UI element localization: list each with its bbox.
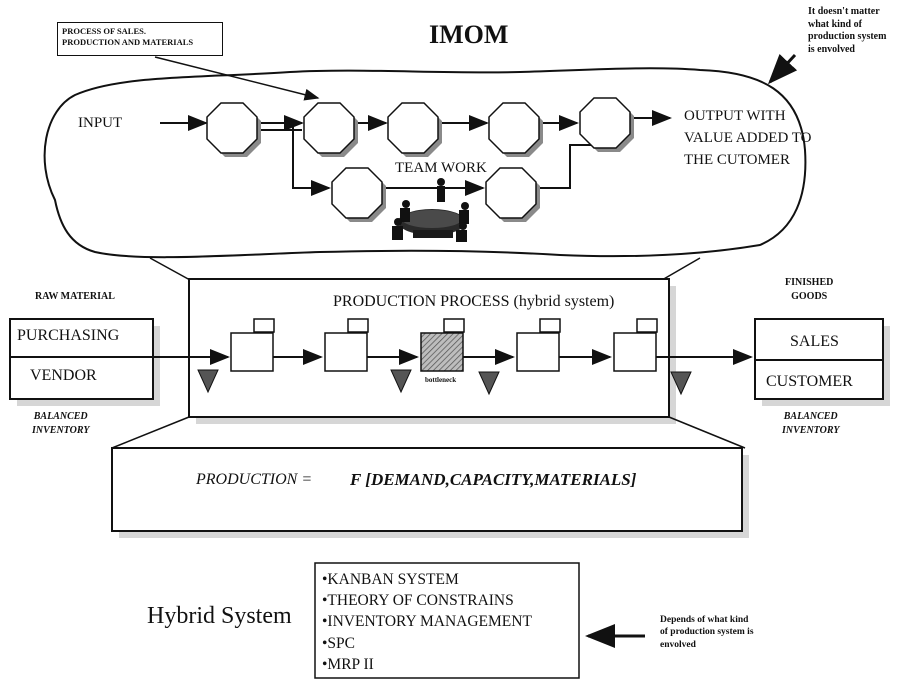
vendor-label: VENDOR	[30, 368, 97, 384]
note-arrow	[770, 55, 795, 82]
production-process-title: PRODUCTION PROCESS (hybrid system)	[333, 294, 614, 310]
hybrid-note-line-3: envolved	[660, 639, 754, 651]
top-right-note-line-4: is envolved	[808, 44, 886, 57]
hybrid-item-kanban: •KANBAN SYSTEM	[322, 569, 532, 590]
left-balanced-line-1: BALANCED	[32, 410, 89, 424]
hybrid-system-label: Hybrid System	[147, 604, 292, 628]
formula-box	[112, 448, 742, 531]
right-balanced-line-2: INVENTORY	[782, 424, 839, 438]
top-right-note: It doesn't matter what kind of productio…	[808, 6, 886, 56]
diagram-title: IMOM	[429, 22, 508, 48]
process-callout-line-2: PRODUCTION AND MATERIALS	[62, 37, 218, 48]
hybrid-note-line-1: Depends of what kind	[660, 614, 754, 626]
team-work-label: TEAM WORK	[395, 161, 487, 176]
formula-right: F [DEMAND,CAPACITY,MATERIALS]	[350, 471, 636, 488]
finished-goods-line-2: GOODS	[785, 290, 833, 304]
hybrid-note: Depends of what kind of production syste…	[660, 614, 754, 651]
raw-material-label: RAW MATERIAL	[35, 292, 115, 302]
process-callout-box: PROCESS OF SALES. PRODUCTION AND MATERIA…	[57, 22, 223, 56]
hybrid-item-spc: •SPC	[322, 633, 532, 654]
right-balanced-line-1: BALANCED	[782, 410, 839, 424]
hybrid-item-theory-of-constraints: •THEORY OF CONSTRAINS	[322, 590, 532, 611]
hybrid-item-inventory-management: •INVENTORY MANAGEMENT	[322, 611, 532, 632]
top-right-note-line-3: production system	[808, 31, 886, 44]
right-balanced-inventory: BALANCED INVENTORY	[782, 410, 839, 437]
top-right-note-line-1: It doesn't matter	[808, 6, 886, 19]
process-callout-line-1: PROCESS OF SALES.	[62, 26, 218, 37]
top-right-note-line-2: what kind of	[808, 19, 886, 32]
formula-left: PRODUCTION =	[196, 472, 312, 488]
customer-label: CUSTOMER	[766, 374, 853, 390]
finished-goods-line-1: FINISHED	[785, 276, 833, 290]
output-line-3: THE CUTOMER	[684, 150, 812, 172]
bottleneck-label: bottleneck	[425, 377, 456, 384]
left-balanced-inventory: BALANCED INVENTORY	[32, 410, 89, 437]
hybrid-note-line-2: of production system is	[660, 626, 754, 638]
purchasing-label: PURCHASING	[17, 328, 119, 344]
hybrid-item-mrp-ii: •MRP II	[322, 654, 532, 675]
funnel-lines	[150, 258, 700, 280]
output-label: OUTPUT WITH VALUE ADDED TO THE CUTOMER	[684, 106, 812, 171]
finished-goods-label: FINISHED GOODS	[785, 276, 833, 303]
output-line-2: VALUE ADDED TO	[684, 128, 812, 150]
hybrid-list: •KANBAN SYSTEM •THEORY OF CONSTRAINS •IN…	[322, 569, 532, 675]
sales-label: SALES	[790, 334, 839, 350]
input-label: INPUT	[78, 116, 122, 131]
left-balanced-line-2: INVENTORY	[32, 424, 89, 438]
output-line-1: OUTPUT WITH	[684, 106, 812, 128]
